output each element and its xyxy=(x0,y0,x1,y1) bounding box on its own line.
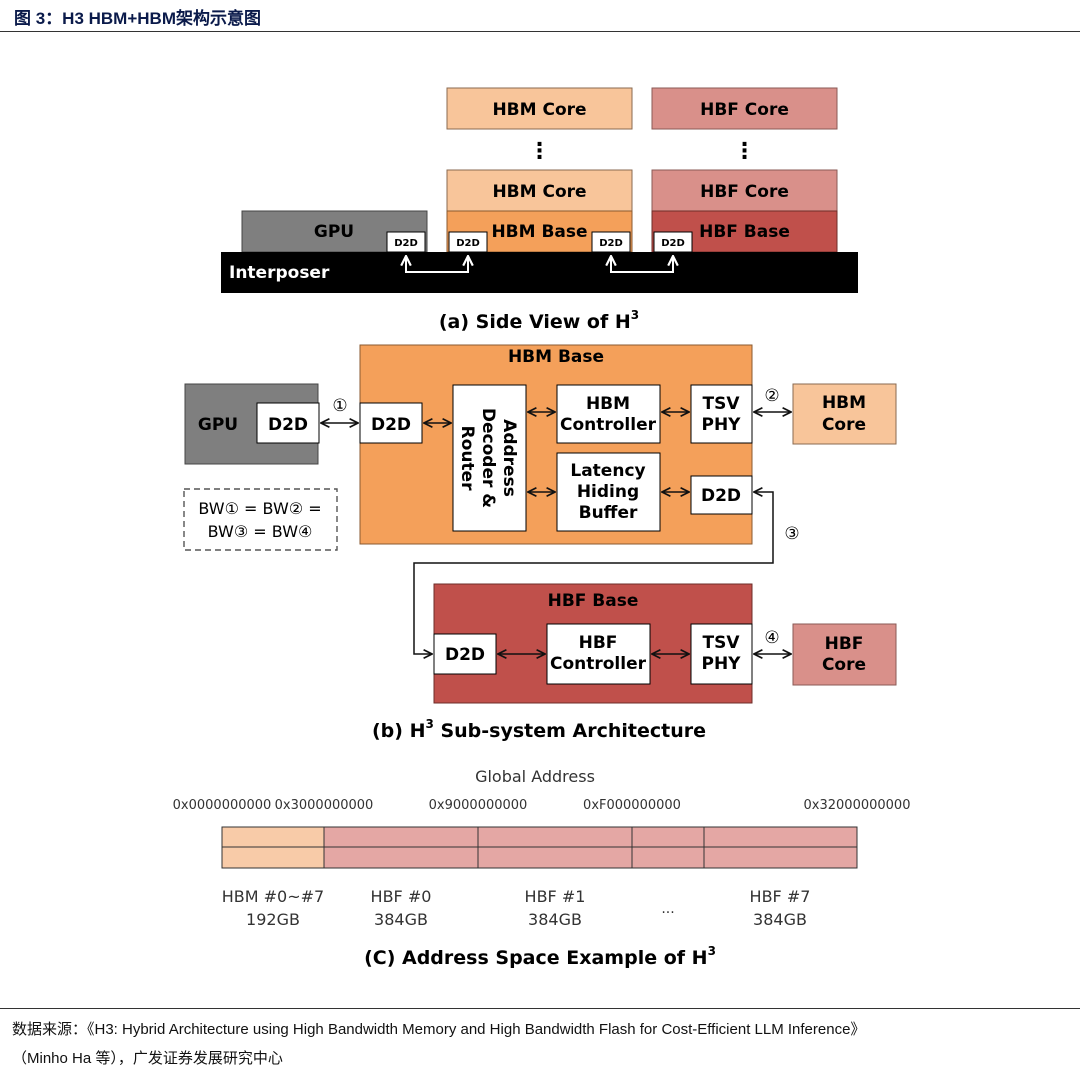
gpu-block-label: GPU xyxy=(198,415,238,435)
subsystem-view: HBM Base GPU D2D D2D Address Decoder & R… xyxy=(183,344,897,742)
hbf-tsv-line1: TSV xyxy=(703,633,741,653)
side-gpu-label: GPU xyxy=(314,222,354,242)
hbm-controller-line2: Controller xyxy=(560,415,657,435)
side-hbm-base-label: HBM Base xyxy=(491,222,587,242)
side-d2d-hbm-left-label: D2D xyxy=(456,238,480,249)
gpu-d2d-label: D2D xyxy=(268,415,308,435)
subsystem-caption: (b) H3 Sub-system Architecture xyxy=(372,717,706,742)
side-interposer xyxy=(221,252,858,293)
side-d2d-hbf-label: D2D xyxy=(661,238,685,249)
hbm-d2d-left xyxy=(359,402,423,444)
hbm-base-title: HBM Base xyxy=(508,347,604,367)
address-2: 0x9000000000 xyxy=(429,798,528,813)
latency-line3: Buffer xyxy=(579,503,638,523)
side-interposer-label: Interposer xyxy=(229,263,330,283)
side-hbf-core-top xyxy=(651,87,838,130)
side-link-hbm-hbf xyxy=(611,256,673,273)
address-decoder-line2: Decoder & xyxy=(478,408,498,508)
hbf-base-title: HBF Base xyxy=(548,591,639,611)
side-hbm-ellipsis: ⋮ xyxy=(529,139,551,164)
latency-line1: Latency xyxy=(570,461,645,481)
side-hbf-core-top-label: HBF Core xyxy=(700,100,789,120)
gpu-d2d xyxy=(256,402,320,444)
side-hbf-base-label: HBF Base xyxy=(699,222,790,242)
segment-hbf0-size: 384GB xyxy=(374,910,428,929)
side-hbm-core-bottom xyxy=(446,169,633,212)
segment-hbm-name: HBM #0~#7 xyxy=(222,887,324,906)
link-hbm-hbf xyxy=(413,492,774,654)
source-line-2: （Minho Ha 等），广发证券发展研究中心 xyxy=(12,1050,283,1067)
hbm-core-line1: HBM xyxy=(822,393,866,413)
source-line-1: 数据来源：《H3: Hybrid Architecture using High… xyxy=(12,1021,866,1038)
link-2-label: ② xyxy=(764,386,779,406)
segment-hbf1-name: HBF #1 xyxy=(525,887,586,906)
address-decoder-text: Address Decoder & Router xyxy=(457,408,519,508)
address-decoder-line1: Address xyxy=(499,419,519,497)
address-1: 0x3000000000 xyxy=(275,798,374,813)
header-rule xyxy=(0,31,1080,32)
side-d2d-hbm-right-label: D2D xyxy=(599,238,623,249)
hbm-d2d-left-label: D2D xyxy=(371,415,411,435)
link-4-label: ④ xyxy=(764,628,779,648)
link-3-label: ③ xyxy=(784,524,799,544)
side-hbm-core-top xyxy=(446,87,633,130)
side-d2d-hbf xyxy=(653,231,693,253)
side-view-caption: (a) Side View of H3 xyxy=(439,308,639,333)
hbf-controller-line2: Controller xyxy=(550,654,647,674)
side-link-gpu-hbm xyxy=(406,256,468,273)
hbm-core-block xyxy=(792,383,897,445)
segment-hbf7-size: 384GB xyxy=(753,910,807,929)
side-view: HBM Core HBF Core ⋮ ⋮ HBM Core HBF Core … xyxy=(221,87,858,333)
bandwidth-note-line2: BW③ = BW④ xyxy=(208,522,313,541)
hbf-d2d-label: D2D xyxy=(445,645,485,665)
hbm-core-line2: Core xyxy=(822,415,866,435)
latency-line2: Hiding xyxy=(577,482,639,502)
address-space-caption: (C) Address Space Example of H3 xyxy=(364,944,716,969)
side-hbf-core-bottom-label: HBF Core xyxy=(700,182,789,202)
architecture-diagram: HBM Core HBF Core ⋮ ⋮ HBM Core HBF Core … xyxy=(173,87,911,969)
hbm-tsv-line1: TSV xyxy=(703,394,741,414)
address-3: 0xF000000000 xyxy=(583,798,681,813)
link-1-label: ① xyxy=(332,396,347,416)
hbm-d2d-right-label: D2D xyxy=(701,486,741,506)
address-space-title: Global Address xyxy=(475,767,595,786)
bandwidth-note-line1: BW① = BW② = xyxy=(198,499,321,518)
side-d2d-gpu-label: D2D xyxy=(394,238,418,249)
side-hbf-ellipsis: ⋮ xyxy=(734,139,756,164)
address-4: 0x32000000000 xyxy=(804,798,911,813)
hbf-core-block xyxy=(792,623,897,686)
segment-hbf1-size: 384GB xyxy=(528,910,582,929)
side-hbm-core-bottom-label: HBM Core xyxy=(492,182,586,202)
hbf-core-line1: HBF xyxy=(825,634,864,654)
hbf-tsv-line2: PHY xyxy=(702,654,742,674)
hbf-core-line2: Core xyxy=(822,655,866,675)
address-space: Global Address 0x0000000000 0x3000000000… xyxy=(173,767,911,969)
hbm-controller-line1: HBM xyxy=(586,394,630,414)
hbm-tsv-line2: PHY xyxy=(702,415,742,435)
side-d2d-gpu xyxy=(386,231,426,253)
side-d2d-hbm-left xyxy=(448,231,488,253)
hbm-tsv-phy xyxy=(690,384,753,444)
segment-hbf7-name: HBF #7 xyxy=(750,887,811,906)
hbf-controller-line1: HBF xyxy=(579,633,618,653)
bandwidth-note xyxy=(183,488,338,551)
address-decoder-line3: Router xyxy=(457,426,477,492)
footer-rule xyxy=(0,1008,1080,1009)
figure-title: 图 3：H3 HBM+HBM架构示意图 xyxy=(14,9,261,28)
side-hbm-core-top-label: HBM Core xyxy=(492,100,586,120)
side-d2d-hbm-right xyxy=(591,231,631,253)
side-hbf-core-bottom xyxy=(651,169,838,212)
hbm-controller xyxy=(556,384,661,444)
segment-ellipsis: ... xyxy=(661,901,674,917)
segment-hbm-size: 192GB xyxy=(246,910,300,929)
segment-hbf0-name: HBF #0 xyxy=(371,887,432,906)
address-0: 0x0000000000 xyxy=(173,798,272,813)
